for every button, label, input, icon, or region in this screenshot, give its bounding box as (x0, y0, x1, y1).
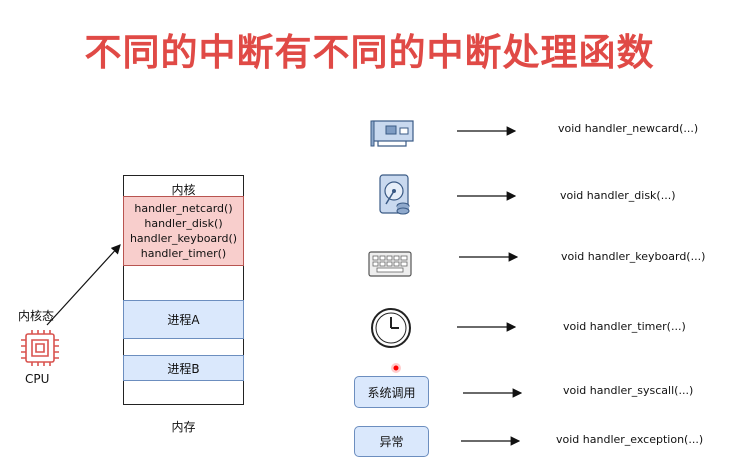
page-title: 不同的中断有不同的中断处理函数 (84, 31, 655, 74)
handler-entry: handler_disk() (144, 217, 223, 230)
hard-disk-icon (379, 174, 410, 215)
kernel-handler-table: handler_netcard() handler_disk() handler… (123, 196, 244, 266)
syscall-label: 系统调用 (367, 385, 416, 400)
kernel-label: 内核 (171, 183, 196, 197)
handler-newcard-text: void handler_newcard(...) (558, 122, 699, 135)
clock-icon (371, 308, 411, 348)
pointer-dot-icon (391, 363, 401, 373)
cpu-state-label: 内核态 (18, 309, 55, 323)
process-a-block: 进程A (123, 300, 244, 339)
keyboard-icon (368, 251, 412, 277)
memory-label: 内存 (171, 420, 196, 434)
network-card-icon (370, 120, 414, 147)
process-b-label: 进程B (167, 361, 200, 376)
handler-exception-text: void handler_exception(...) (556, 433, 704, 446)
handler-entry: handler_netcard() (134, 202, 233, 215)
handler-syscall-text: void handler_syscall(...) (563, 384, 694, 397)
cpu-label: CPU (25, 372, 50, 386)
handler-timer-text: void handler_timer(...) (563, 320, 686, 333)
exception-label: 异常 (379, 435, 404, 449)
handler-entry: handler_keyboard() (129, 232, 238, 245)
cpu-chip-icon (21, 330, 59, 366)
process-a-label: 进程A (167, 313, 200, 327)
syscall-button[interactable]: 系统调用 (354, 376, 429, 408)
process-b-block: 进程B (123, 355, 244, 381)
handler-disk-text: void handler_disk(...) (560, 189, 676, 202)
exception-button[interactable]: 异常 (354, 426, 429, 457)
handler-keyboard-text: void handler_keyboard(...) (561, 250, 706, 263)
handler-entry: handler_timer() (140, 247, 227, 260)
